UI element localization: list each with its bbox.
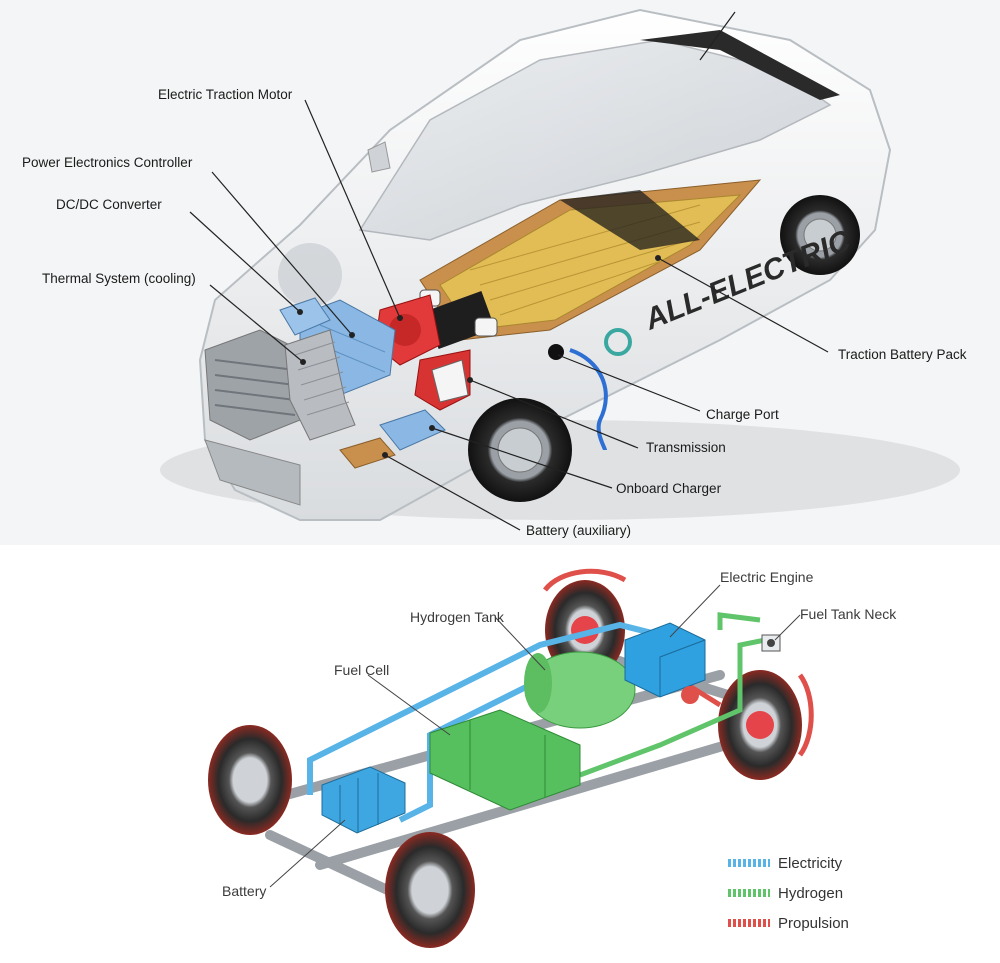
label-electric-traction-motor: Electric Traction Motor bbox=[158, 87, 293, 102]
lower-grille bbox=[204, 439, 301, 506]
legend-swatch-propulsion bbox=[728, 919, 770, 927]
wheel-front-right bbox=[385, 832, 475, 948]
charge-port bbox=[548, 344, 564, 360]
thermal-system bbox=[284, 329, 356, 441]
electric-engine bbox=[624, 622, 706, 704]
label-fuel-tank-neck: Fuel Tank Neck bbox=[800, 606, 897, 622]
fuel-cell-chassis-illustration bbox=[208, 568, 814, 948]
wheel-front-left bbox=[208, 725, 292, 835]
battery-pack bbox=[321, 766, 406, 834]
label-thermal-system: Thermal System (cooling) bbox=[42, 271, 196, 286]
car-glass bbox=[358, 39, 832, 241]
label-electric-engine: Electric Engine bbox=[720, 569, 814, 585]
legend-label-electricity: Electricity bbox=[778, 854, 843, 872]
label-transmission: Transmission bbox=[646, 440, 726, 455]
label-onboard-charger: Onboard Charger bbox=[616, 481, 722, 496]
legend-swatch-electricity bbox=[728, 859, 770, 867]
label-charge-port: Charge Port bbox=[706, 407, 779, 422]
charge-cable bbox=[569, 348, 608, 451]
leader-lines bbox=[189, 11, 829, 531]
label-battery-auxiliary: Battery (auxiliary) bbox=[526, 523, 632, 538]
label-traction-battery-pack: Traction Battery Pack bbox=[838, 347, 967, 362]
front-wheel-far bbox=[278, 243, 342, 307]
traction-battery-pack bbox=[419, 179, 762, 350]
grille-slats bbox=[214, 359, 296, 416]
dc-dc-converter bbox=[279, 297, 331, 336]
onboard-charger-block bbox=[379, 409, 446, 451]
coolant-reservoir bbox=[431, 359, 469, 403]
fuel-cell-diagram: Electric Engine Fuel Tank Neck Hydrogen … bbox=[0, 545, 1000, 963]
leader-lines-bottom bbox=[269, 584, 801, 888]
hydrogen-tank bbox=[524, 651, 636, 729]
electric-car-diagram: ALL-ELECTRIC bbox=[0, 0, 1000, 545]
legend-label-hydrogen: Hydrogen bbox=[778, 884, 844, 902]
hydrogen-lines bbox=[579, 612, 766, 778]
roof-stripe bbox=[640, 30, 840, 100]
label-fuel-cell: Fuel Cell bbox=[334, 662, 390, 678]
legend-item-hydrogen: Hydrogen bbox=[728, 882, 843, 904]
electric-car-illustration: ALL-ELECTRIC bbox=[160, 8, 960, 531]
side-mirror bbox=[367, 141, 391, 173]
label-dc-dc-converter: DC/DC Converter bbox=[56, 197, 162, 212]
legend-item-propulsion: Propulsion bbox=[728, 912, 849, 934]
label-power-electronics-controller: Power Electronics Controller bbox=[22, 155, 193, 170]
fuel-cell-stack bbox=[429, 709, 581, 811]
legend-item-electricity: Electricity bbox=[728, 852, 842, 874]
label-battery: Battery bbox=[222, 883, 267, 899]
auxiliary-battery bbox=[339, 437, 396, 469]
decal-logo bbox=[604, 328, 632, 356]
legend-swatch-hydrogen bbox=[728, 889, 770, 897]
label-hydrogen-tank: Hydrogen Tank bbox=[410, 609, 504, 625]
legend-label-propulsion: Propulsion bbox=[778, 914, 849, 932]
